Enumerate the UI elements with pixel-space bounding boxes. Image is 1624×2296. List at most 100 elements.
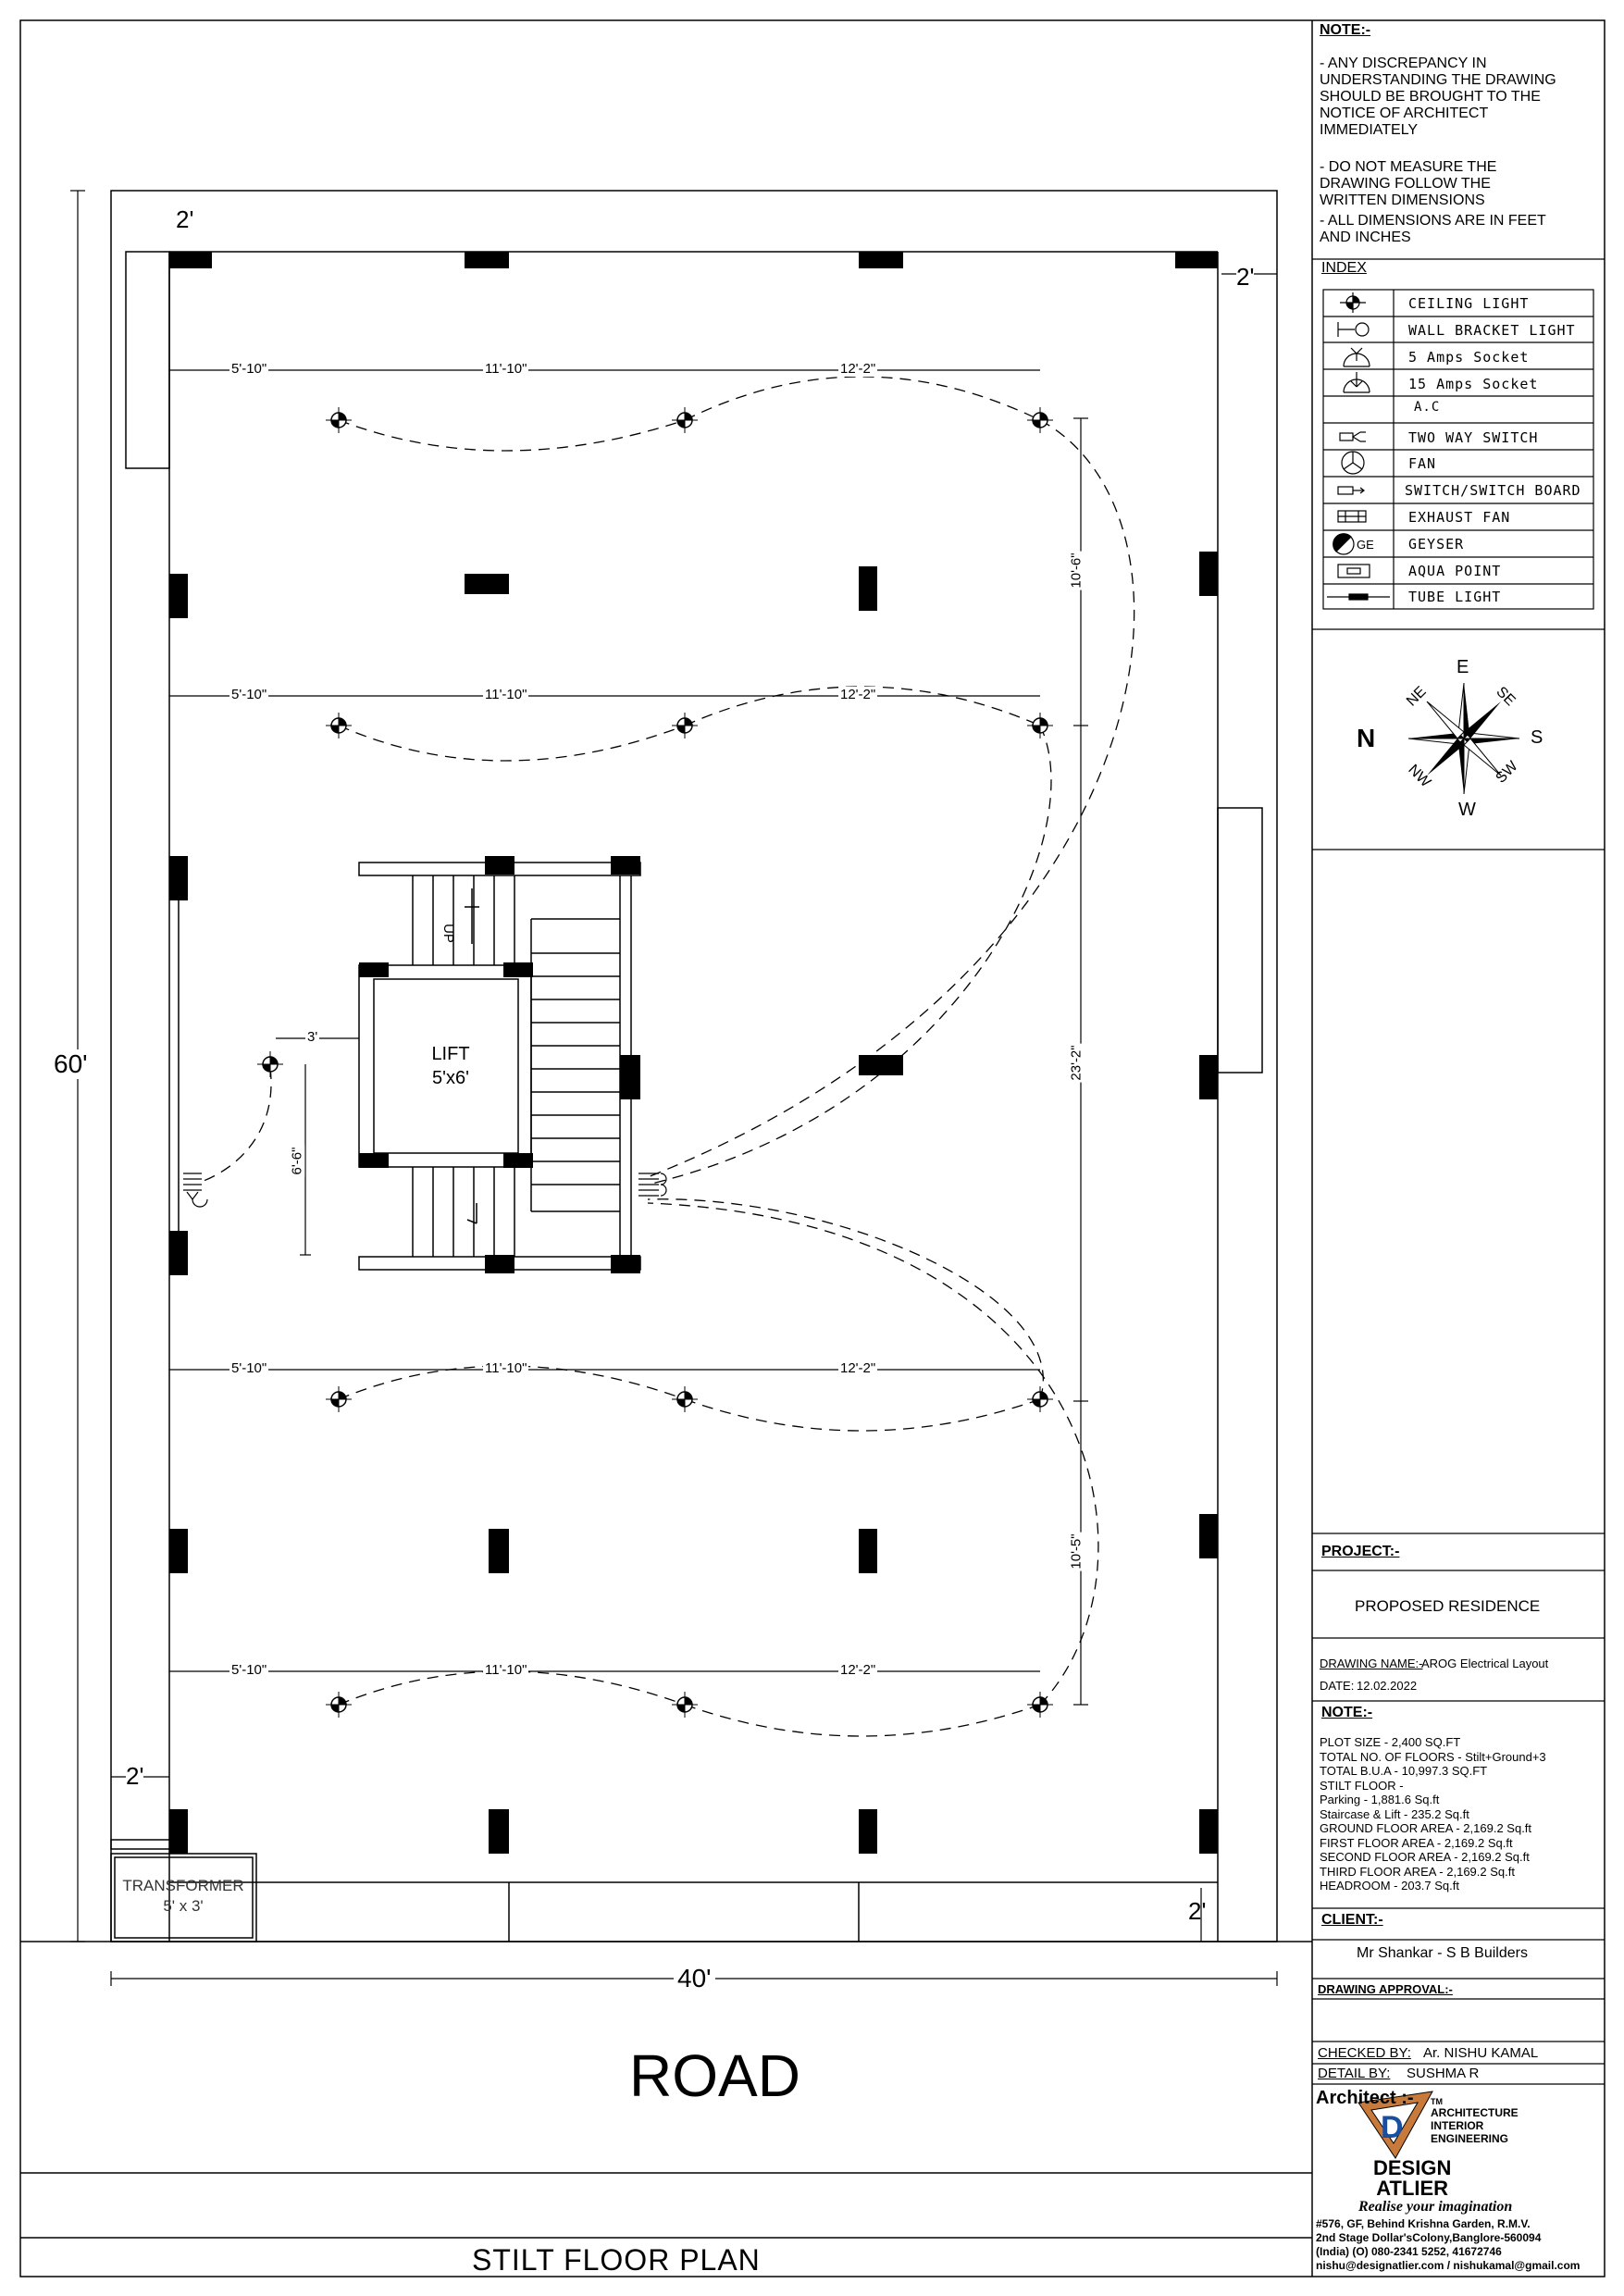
index-label: CEILING LIGHT [1408, 295, 1530, 312]
columns [169, 252, 1218, 1854]
wiring-paths [203, 376, 1135, 1737]
lift-label: LIFT [431, 1044, 470, 1064]
dim-label: 11'-10" [483, 687, 529, 702]
drawing-title: STILT FLOOR PLAN [472, 2243, 761, 2277]
checked-by-label: CHECKED BY: [1318, 2045, 1411, 2061]
geyser-icon-text: GE [1357, 538, 1374, 552]
compass-n: N [1357, 724, 1376, 752]
drawing-name: AROG Electrical Layout [1421, 1657, 1549, 1670]
index-label: EXHAUST FAN [1408, 509, 1511, 526]
socket-15a-icon [1343, 372, 1370, 393]
lift-size: 5'x6' [432, 1068, 469, 1088]
geyser-icon [1333, 533, 1355, 555]
socket-5a-icon [1343, 347, 1370, 367]
checked-by-name: Ar. NISHU KAMAL [1423, 2045, 1539, 2061]
address-line: #576, GF, Behind Krishna Garden, R.M.V. [1316, 2217, 1531, 2230]
note-item: - ANY DISCREPANCY IN UNDERSTANDING THE D… [1320, 56, 1556, 138]
dim-label: 5'-10" [229, 361, 269, 377]
index-label: 15 Amps Socket [1408, 376, 1539, 392]
index-table [1312, 258, 1605, 2085]
brand-name: DESIGN ATLIER [1373, 2158, 1451, 2199]
note-line: Parking - 1,881.6 Sq.ft [1320, 1793, 1440, 1806]
aqua-point-icon [1337, 564, 1370, 578]
note-line: HEADROOM - 203.7 Sq.ft [1320, 1879, 1459, 1893]
service-line: ARCHITECTURE [1431, 2106, 1519, 2119]
switch-board-icon [1337, 486, 1365, 495]
note-line: Staircase & Lift - 235.2 Sq.ft [1320, 1806, 1469, 1821]
index-label: WALL BRACKET LIGHT [1408, 322, 1576, 339]
note-line: TOTAL NO. OF FLOORS - Stilt+Ground+3 [1320, 1749, 1546, 1764]
dim-label: 11'-10" [483, 1360, 529, 1376]
dim-label: 5'-10" [229, 1360, 269, 1376]
dim-label: 11'-10" [483, 1662, 529, 1678]
dimension-lines [70, 190, 1278, 1986]
architect-address: #576, GF, Behind Krishna Garden, R.M.V. … [1316, 2217, 1580, 2273]
note-line: STILT FLOOR - [1320, 1778, 1404, 1793]
lift-shaft [373, 978, 519, 1154]
dim-label: 5'-10" [229, 1662, 269, 1678]
project-name: PROPOSED RESIDENCE [1355, 1597, 1541, 1615]
compass-s: S [1531, 727, 1543, 748]
dim-label: 10'-6" [1068, 551, 1085, 590]
detail-by-label: DETAIL BY: [1318, 2066, 1391, 2081]
note-line: FIRST FLOOR AREA - 2,169.2 Sq.ft [1320, 1835, 1513, 1850]
overall-width-dim: 40' [674, 1964, 715, 1993]
trademark: TM [1431, 2097, 1443, 2106]
service-line: ENGINEERING [1431, 2132, 1509, 2145]
note-line: SECOND FLOOR AREA - 2,169.2 Sq.ft [1320, 1850, 1530, 1864]
compass-w: W [1458, 800, 1476, 820]
project-heading: PROJECT:- [1321, 1544, 1400, 1559]
approval-heading: DRAWING APPROVAL:- [1318, 1982, 1453, 1996]
two-way-switch-icon [1339, 431, 1366, 442]
date-label: DATE: [1320, 1679, 1355, 1693]
fan-icon [1341, 451, 1365, 475]
index-label: FAN [1408, 455, 1437, 472]
client-name: Mr Shankar - S B Builders [1357, 1945, 1528, 1961]
note-line: THIRD FLOOR AREA - 2,169.2 Sq.ft [1320, 1864, 1515, 1879]
index-label: TWO WAY SWITCH [1408, 429, 1539, 446]
ceiling-light-icons [257, 407, 1053, 1718]
sheet-border [19, 19, 1605, 2277]
dim-label: 11'-10" [483, 361, 529, 377]
architect-services: ARCHITECTURE INTERIOR ENGINEERING [1431, 2106, 1519, 2145]
dim-label: 5'-10" [229, 687, 269, 702]
index-label: AQUA POINT [1408, 563, 1502, 579]
setback-top-dim: 2' [176, 205, 194, 233]
setback-right-dim: 2' [1236, 263, 1255, 292]
note-line: TOTAL B.U.A - 10,997.3 SQ.FT [1320, 1764, 1488, 1778]
wall-bracket-light-icon [1337, 322, 1370, 337]
compass-e: E [1457, 657, 1469, 677]
note-item: - DO NOT MEASURE THE DRAWING FOLLOW THE … [1320, 159, 1497, 208]
brand-line: ATLIER [1376, 2177, 1449, 2200]
switch-board-icons [183, 1173, 667, 1208]
service-line: INTERIOR [1431, 2119, 1484, 2132]
note-line: GROUND FLOOR AREA - 2,169.2 Sq.ft [1320, 1821, 1532, 1835]
design-atlier-logo: D [1357, 2091, 1433, 2159]
index-heading: INDEX [1321, 260, 1367, 276]
index-label: 5 Amps Socket [1408, 349, 1530, 366]
index-label: TUBE LIGHT [1408, 589, 1502, 605]
exhaust-fan-icon [1337, 510, 1367, 523]
stair-up-label: UP [440, 924, 456, 943]
road-label: ROAD [629, 2042, 800, 2109]
client-heading: CLIENT:- [1321, 1912, 1383, 1928]
index-label: SWITCH/SWITCH BOARD [1405, 482, 1581, 499]
setback-bottom-dim: 2' [1188, 1897, 1207, 1925]
tagline: Realise your imagination [1358, 2199, 1513, 2215]
note-item: - ALL DIMENSIONS ARE IN FEET AND INCHES [1320, 213, 1546, 245]
svg-text:D: D [1381, 2110, 1404, 2145]
notes-bottom-list: PLOT SIZE - 2,400 SQ.FT TOTAL NO. OF FLO… [1320, 1735, 1546, 1893]
tube-light-icon [1327, 593, 1390, 601]
address-line: nishu@designatlier.com / nishukamal@gmai… [1316, 2259, 1581, 2272]
ceiling-light-icon [1340, 292, 1366, 313]
transformer-label: TRANSFORMER [122, 1877, 244, 1894]
architect-heading: Architect :- [1316, 2088, 1414, 2108]
address-line: 2nd Stage Dollar'sColony,Banglore-560094 [1316, 2231, 1542, 2244]
note-line: PLOT SIZE - 2,400 SQ.FT [1320, 1735, 1461, 1749]
drawing-name-label: DRAWING NAME:- [1320, 1657, 1423, 1670]
dim-label: 3' [305, 1029, 320, 1045]
plot-boundary [110, 190, 1278, 1942]
index-label: A.C [1414, 400, 1441, 415]
dim-label: 12'-2" [838, 1662, 878, 1678]
